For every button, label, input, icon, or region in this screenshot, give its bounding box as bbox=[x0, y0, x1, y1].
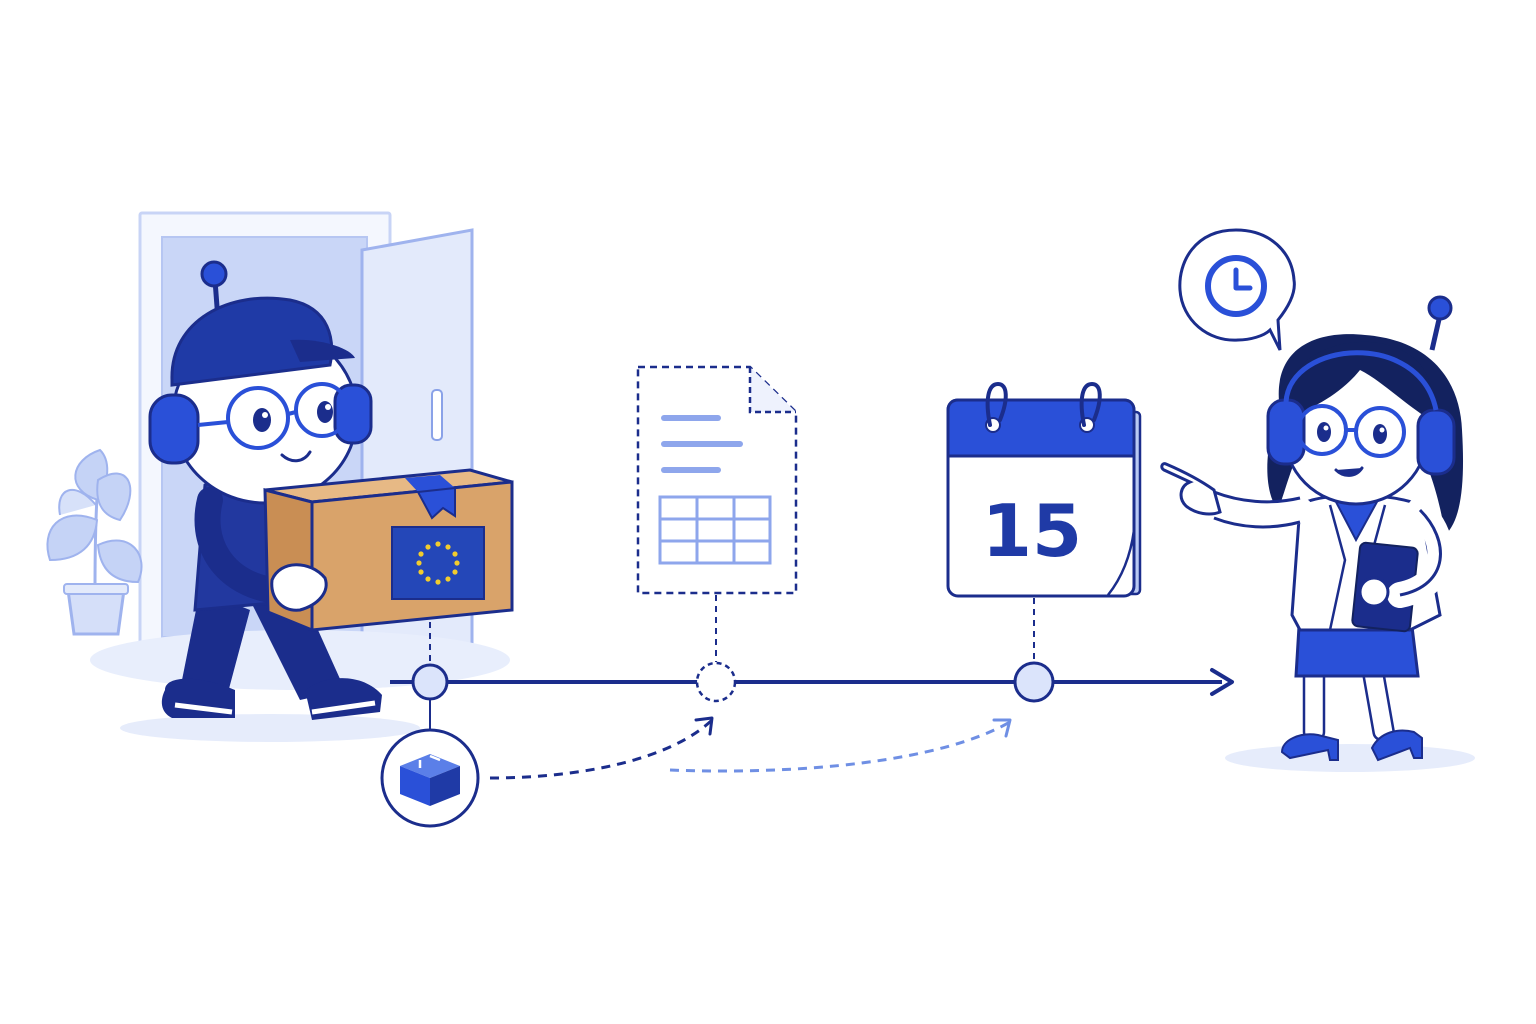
potted-plant bbox=[46, 448, 143, 636]
clock-icon bbox=[1205, 255, 1267, 317]
timeline-node-deadline bbox=[1013, 661, 1055, 703]
calendar-icon: 15 bbox=[946, 381, 1142, 598]
dashed-arrow-to-document bbox=[489, 718, 714, 780]
document-with-table-icon bbox=[636, 365, 798, 595]
timeline-node-document bbox=[695, 661, 737, 703]
package-icon bbox=[380, 728, 480, 828]
speech-bubble bbox=[1178, 228, 1296, 351]
delivery-robot-carrying-box bbox=[120, 260, 514, 742]
timeline-node-shipment bbox=[411, 663, 449, 701]
eu-flag bbox=[391, 526, 485, 600]
calendar-day: 15 bbox=[982, 489, 1082, 573]
dashed-arrow-to-calendar bbox=[669, 720, 1011, 773]
arrow-right bbox=[1210, 668, 1234, 696]
robot-assistant-pointing bbox=[1160, 228, 1475, 772]
pointing-hand bbox=[1160, 462, 1222, 516]
timeline bbox=[390, 595, 1234, 780]
door-handle bbox=[431, 389, 443, 441]
flower-pot bbox=[66, 588, 126, 636]
